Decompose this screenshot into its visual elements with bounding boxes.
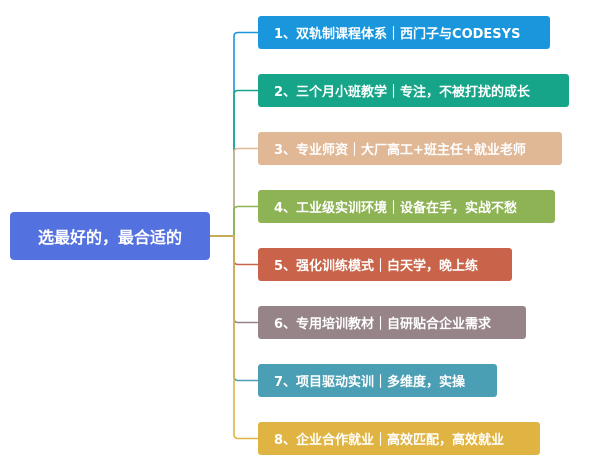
root-node[interactable]: 选最好的，最合适的 — [10, 212, 210, 260]
branch-label: 5、强化训练模式｜白天学，晚上练 — [274, 259, 479, 274]
branch-node-2[interactable]: 2、三个月小班教学｜专注，不被打扰的成长 — [258, 74, 569, 107]
branch-node-3[interactable]: 3、专业师资｜大厂高工+班主任+就业老师 — [258, 132, 562, 165]
connector-line-8 — [210, 235, 258, 440]
branch-node-5[interactable]: 5、强化训练模式｜白天学，晚上练 — [258, 248, 512, 281]
branch-label: 1、双轨制课程体系｜西门子与CODESYS — [274, 27, 521, 42]
connector-line-2 — [210, 89, 258, 237]
branch-node-8[interactable]: 8、企业合作就业｜高效匹配，高效就业 — [258, 422, 540, 455]
branch-label: 2、三个月小班教学｜专注，不被打扰的成长 — [274, 85, 531, 100]
connector-line-4 — [210, 205, 258, 237]
branch-label: 8、企业合作就业｜高效匹配，高效就业 — [274, 433, 505, 448]
branch-label: 7、项目驱动实训｜多维度，实操 — [274, 375, 466, 390]
branch-node-6[interactable]: 6、专用培训教材｜自研贴合企业需求 — [258, 306, 526, 339]
branch-label: 6、专用培训教材｜自研贴合企业需求 — [274, 317, 492, 332]
branch-node-7[interactable]: 7、项目驱动实训｜多维度，实操 — [258, 364, 497, 397]
branch-label: 4、工业级实训环境｜设备在手，实战不愁 — [274, 201, 518, 216]
connector-line-3 — [210, 147, 258, 237]
branch-node-4[interactable]: 4、工业级实训环境｜设备在手，实战不愁 — [258, 190, 555, 223]
root-label: 选最好的，最合适的 — [37, 228, 182, 247]
connector-line-1 — [210, 31, 258, 237]
branch-label: 3、专业师资｜大厂高工+班主任+就业老师 — [274, 143, 526, 158]
branch-node-1[interactable]: 1、双轨制课程体系｜西门子与CODESYS — [258, 16, 550, 49]
